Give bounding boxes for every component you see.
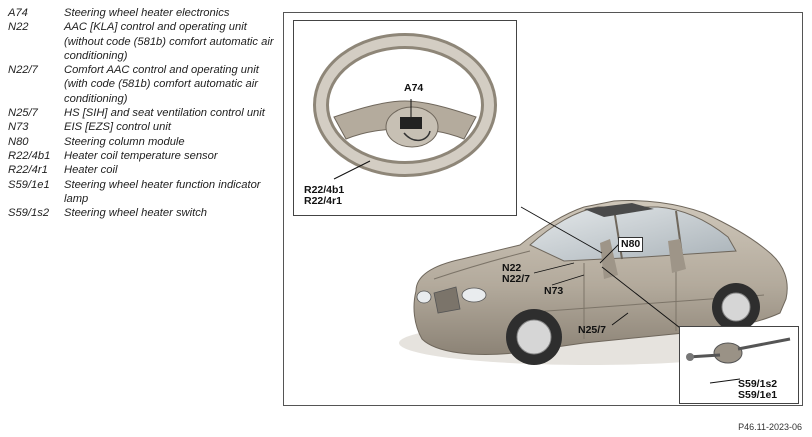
sunroof bbox=[584, 203, 654, 217]
legend-item: R22/4b1 Heater coil temperature sensor bbox=[8, 149, 280, 163]
legend-item: S59/1s2 Steering wheel heater switch bbox=[8, 206, 280, 220]
legend-description: AAC [KLA] control and operating unit (wi… bbox=[64, 21, 274, 62]
legend-item: N73 EIS [EZS] control unit bbox=[8, 120, 280, 134]
legend-code: A74 bbox=[8, 7, 28, 19]
leader-line bbox=[533, 262, 575, 274]
grille bbox=[433, 286, 461, 314]
rear-seat bbox=[668, 239, 686, 273]
leader-line bbox=[611, 312, 629, 326]
legend-item: R22/4r1 Heater coil bbox=[8, 163, 280, 177]
legend-description: Comfort AAC control and operating unit (… bbox=[64, 64, 259, 105]
callout-a74: A74 bbox=[404, 82, 424, 94]
legend-description: Steering column module bbox=[64, 135, 185, 148]
legend-code: N25/7 bbox=[8, 107, 38, 120]
callout-r22-4b1: R22/4b1 bbox=[304, 184, 345, 196]
legend-code: S59/1s2 bbox=[8, 207, 50, 220]
steering-wheel-inset: A74 R22/4b1 R22/4r1 bbox=[293, 20, 517, 216]
legend-description: HS [SIH] and seat ventilation control un… bbox=[64, 107, 265, 120]
callout-s59-1s2: S59/1s2 bbox=[738, 378, 778, 390]
callout-s59-1e1: S59/1e1 bbox=[738, 389, 778, 401]
legend-code: N80 bbox=[8, 135, 29, 148]
steering-switch-inset: S59/1s2 S59/1e1 bbox=[679, 326, 799, 404]
legend-description: EIS [EZS] control unit bbox=[64, 121, 171, 134]
hood-line bbox=[433, 250, 531, 280]
figure-reference: P46.11-2023-06 bbox=[738, 422, 802, 432]
legend-item: N22/7 Comfort AAC control and operating … bbox=[8, 63, 280, 106]
leader-line bbox=[333, 160, 371, 180]
legend-description: Steering wheel heater electronics bbox=[64, 7, 230, 19]
leader-line bbox=[709, 378, 741, 384]
car-illustration bbox=[399, 200, 788, 365]
rear-rim bbox=[721, 292, 751, 322]
legend-code: N22/7 bbox=[8, 64, 38, 77]
leader-line bbox=[601, 266, 685, 332]
steering-column-illustration bbox=[686, 337, 791, 384]
wiring bbox=[403, 130, 431, 142]
legend-item: N80 Steering column module bbox=[8, 135, 280, 149]
component-location-figure: A74 R22/4b1 R22/4r1 S59/1s2 S59/1e1 N80 … bbox=[283, 12, 803, 406]
legend-description: Steering wheel heater switch bbox=[64, 207, 208, 220]
headlight bbox=[416, 290, 432, 304]
column-module bbox=[713, 342, 743, 364]
legend-item: N25/7 HS [SIH] and seat ventilation cont… bbox=[8, 106, 280, 120]
legend-code: R22/4b1 bbox=[8, 149, 51, 162]
legend-description: Heater coil temperature sensor bbox=[64, 149, 218, 162]
legend-item: A74 Steering wheel heater electronics bbox=[8, 6, 280, 20]
callout-n22-7: N22/7 bbox=[502, 273, 531, 285]
car-windows bbox=[529, 206, 737, 262]
callout-r22-4r1: R22/4r1 bbox=[304, 195, 342, 207]
legend-item: N22 AAC [KLA] control and operating unit… bbox=[8, 20, 280, 63]
leader-line bbox=[520, 206, 603, 254]
callout-n22: N22 bbox=[502, 262, 522, 274]
legend-item: S59/1e1 Steering wheel heater function i… bbox=[8, 178, 280, 207]
leader-line bbox=[551, 274, 585, 286]
legend-description: Heater coil bbox=[64, 164, 118, 177]
callout-n73: N73 bbox=[544, 285, 564, 297]
legend-code: N22 bbox=[8, 21, 29, 34]
stalk-right bbox=[737, 337, 791, 351]
legend-code: R22/4r1 bbox=[8, 164, 48, 177]
legend-code: N73 bbox=[8, 121, 29, 134]
wheel-grip bbox=[316, 36, 494, 174]
legend-code: S59/1e1 bbox=[8, 178, 50, 191]
legend-description: Steering wheel heater function indicator… bbox=[64, 178, 261, 205]
headlight bbox=[461, 287, 487, 303]
front-rim bbox=[516, 319, 552, 355]
switch-knob bbox=[686, 353, 694, 361]
callout-n80: N80 bbox=[618, 237, 644, 252]
a74-electronics bbox=[400, 117, 422, 129]
leader-line bbox=[599, 242, 621, 264]
callout-n25-7: N25/7 bbox=[578, 324, 607, 336]
steering-wheel-illustration bbox=[313, 33, 497, 180]
legend: A74 Steering wheel heater electronics N2… bbox=[8, 6, 280, 220]
